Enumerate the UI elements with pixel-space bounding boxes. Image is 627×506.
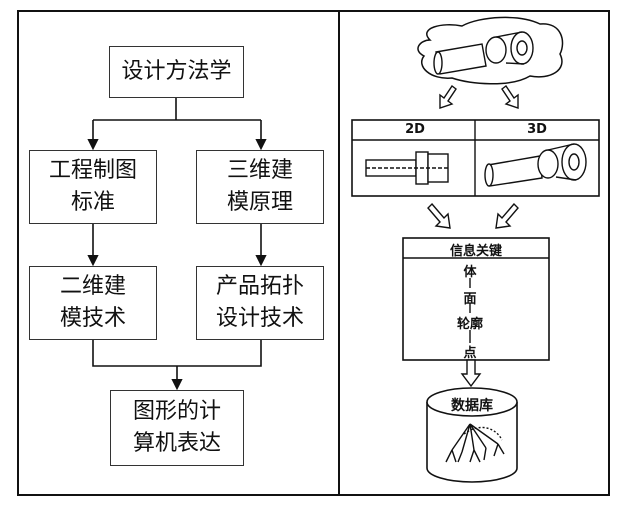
box-computer-graphics-representation: 图形的计 算机表达 xyxy=(110,390,244,466)
box-2d-modeling-technology: 二维建 模技术 xyxy=(29,266,157,340)
left-flow-connectors xyxy=(87,98,267,391)
database-tree-icon xyxy=(445,423,505,463)
box-3d-modeling-principle: 三维建 模原理 xyxy=(196,150,324,224)
arrow-info-to-database xyxy=(460,359,482,388)
info-point: 点 xyxy=(463,346,477,361)
part-2d-drawing xyxy=(365,151,449,185)
hollow-arrow-2d-to-info xyxy=(427,202,451,229)
database-cylinder xyxy=(426,387,518,483)
part-3d-icon xyxy=(433,31,534,75)
box-design-methodology: 设计方法学 xyxy=(109,46,244,98)
label-3d: 3D xyxy=(527,122,547,137)
hollow-arrow-to-2d xyxy=(439,84,457,109)
info-key-title: 信息关键 xyxy=(449,244,502,259)
cloud-blob xyxy=(417,16,564,85)
info-solid: 体 xyxy=(463,265,477,280)
info-face: 面 xyxy=(463,292,477,307)
hollow-arrow-to-3d xyxy=(501,84,519,109)
database-label: 数据库 xyxy=(451,398,493,414)
part-3d-drawing xyxy=(484,143,587,187)
panel-divider xyxy=(338,10,340,496)
info-contour: 轮廓 xyxy=(456,317,483,332)
label-2d: 2D xyxy=(405,122,425,137)
box-product-topology-design: 产品拓扑 设计技术 xyxy=(196,266,324,340)
figure-frame xyxy=(17,10,610,496)
hollow-arrow-3d-to-info xyxy=(495,202,519,229)
box-engineering-drawing-standard: 工程制图 标准 xyxy=(29,150,157,224)
